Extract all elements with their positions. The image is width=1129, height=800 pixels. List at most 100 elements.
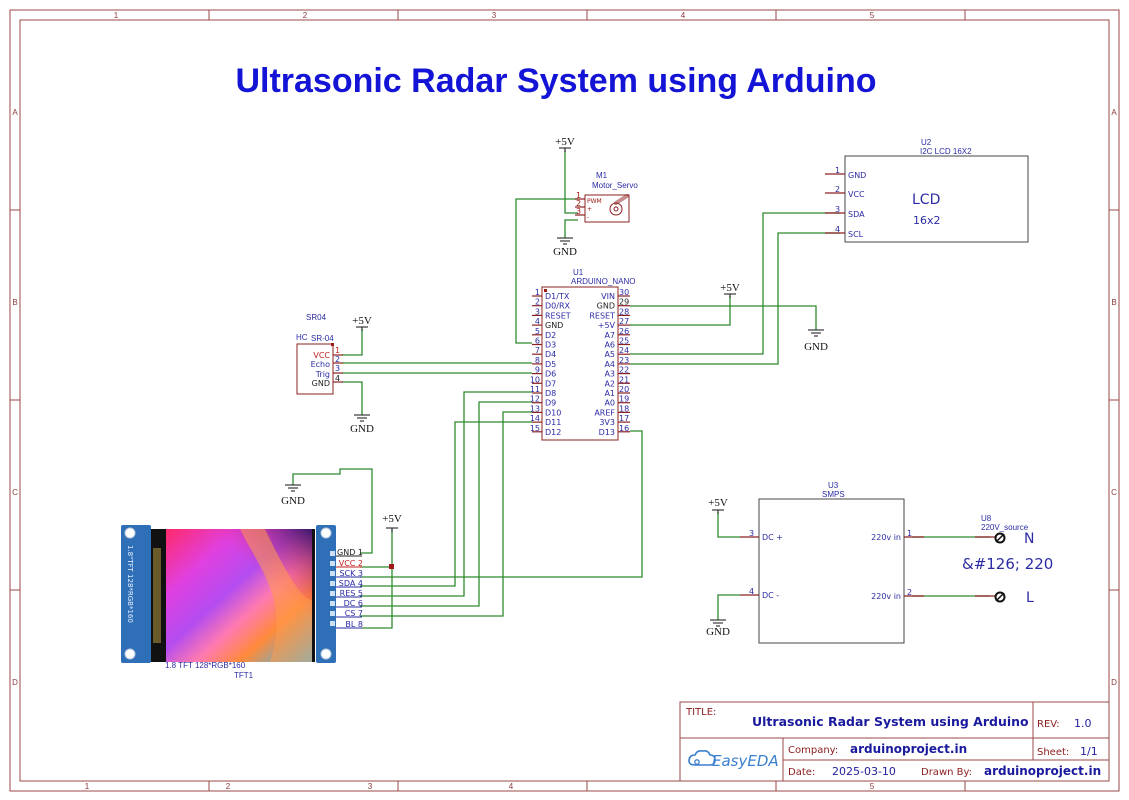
pin-name: GND	[597, 302, 615, 311]
svg-text:GND: GND	[350, 423, 374, 435]
nano-pin-right[interactable]: 29 GND	[597, 298, 630, 311]
sr04-designator: SR04	[306, 313, 327, 322]
nano-pin-right[interactable]: 27+5V	[598, 317, 630, 330]
col-ref-top: 2	[303, 11, 308, 20]
title-value: Ultrasonic Radar System using Arduino	[752, 714, 1029, 729]
pin-number: 28	[619, 307, 629, 316]
smps-name: SMPS	[822, 490, 845, 499]
pin-number: 18	[619, 404, 629, 413]
pin-number: 29	[619, 298, 629, 307]
wire-sr04-vcc	[342, 329, 363, 356]
date-value: 2025-03-10	[832, 765, 896, 778]
svg-text:GND: GND	[281, 495, 305, 507]
wire-tft-gnd	[292, 468, 373, 554]
svg-text:GND: GND	[804, 341, 828, 353]
wires[interactable]	[292, 150, 990, 629]
vcc-symbol-smps: +5V	[708, 497, 728, 514]
vcc-symbol-servo: +5V	[555, 136, 575, 152]
svg-text:220v in: 220v in	[871, 533, 901, 542]
pin-number: 25	[619, 337, 629, 346]
company-value: arduinoproject.in	[850, 742, 967, 756]
wire-tft-res	[360, 391, 532, 597]
tft-header-pins	[330, 551, 335, 626]
tft-display[interactable]: 1.8"TFT 128*RGB*160 GND 1	[121, 525, 363, 680]
svg-text:1: 1	[576, 191, 581, 200]
servo-motor[interactable]: M1 Motor_Servo 1 2 3 PWM + -	[575, 171, 638, 223]
smps-module[interactable]: U3 SMPS 3 4 1 2 DC + DC - 220v in 220v i…	[740, 481, 924, 644]
svg-text:220v in: 220v in	[871, 592, 901, 601]
pin-number: 30	[619, 288, 629, 297]
col-ref-bottom: 3	[368, 782, 373, 791]
svg-text:1: 1	[335, 346, 340, 355]
nano-designator: U1	[573, 268, 584, 277]
lcd-name: I2C LCD 16X2	[920, 147, 972, 156]
terminal-n-icon	[994, 532, 1006, 544]
svg-text:+: +	[587, 206, 592, 213]
pin-name: D12	[545, 428, 561, 437]
pin-number: 9	[535, 366, 540, 375]
source-voltage-label: &#126; 220	[962, 555, 1053, 573]
pin-name: D11	[545, 418, 561, 427]
source-name: 220V_source	[981, 523, 1029, 532]
pin-number: 4	[535, 317, 540, 326]
rev-label: REV:	[1037, 719, 1060, 730]
svg-text:GND: GND	[848, 171, 866, 180]
ultrasonic-sensor[interactable]: SR04 HC SR-04 1 2 3 4 VCC Echo Trig GND	[296, 313, 343, 395]
col-ref-top: 1	[114, 11, 119, 20]
svg-text:+5V: +5V	[555, 136, 575, 148]
schematic-title: Ultrasonic Radar System using Arduino	[235, 62, 876, 100]
tft-pin-label: VCC 2	[339, 559, 363, 568]
col-ref-top: 4	[681, 11, 686, 20]
sheet-label: Sheet:	[1037, 747, 1069, 758]
col-ref-top: 3	[492, 11, 497, 20]
svg-text:GND: GND	[706, 626, 730, 638]
tft-name: 1.8 TFT 128*RGB*160	[165, 661, 246, 670]
svg-text:Trig: Trig	[315, 370, 330, 379]
pin-name: A2	[604, 379, 615, 388]
row-ref-left: A	[12, 108, 18, 117]
pin-number: 8	[535, 356, 540, 365]
svg-text:SDA: SDA	[848, 210, 865, 219]
tft-pin-label: BL 8	[345, 620, 363, 629]
ac-source[interactable]: U8 220V_source N L &#126; 220	[962, 514, 1053, 606]
pin-number: 2	[535, 298, 540, 307]
col-ref-bottom: 2	[226, 782, 231, 791]
lcd-module[interactable]: U2 I2C LCD 16X2 1 2 3 4 GND VCC SDA SCL …	[825, 138, 1029, 243]
pin-name: D7	[545, 379, 556, 388]
easyeda-logo-text: EasyEDA	[712, 752, 779, 770]
pin-number: 20	[619, 385, 629, 394]
company-label: Company:	[788, 745, 838, 756]
pin-name: 3V3	[599, 418, 615, 427]
svg-text:+5V: +5V	[720, 282, 740, 294]
